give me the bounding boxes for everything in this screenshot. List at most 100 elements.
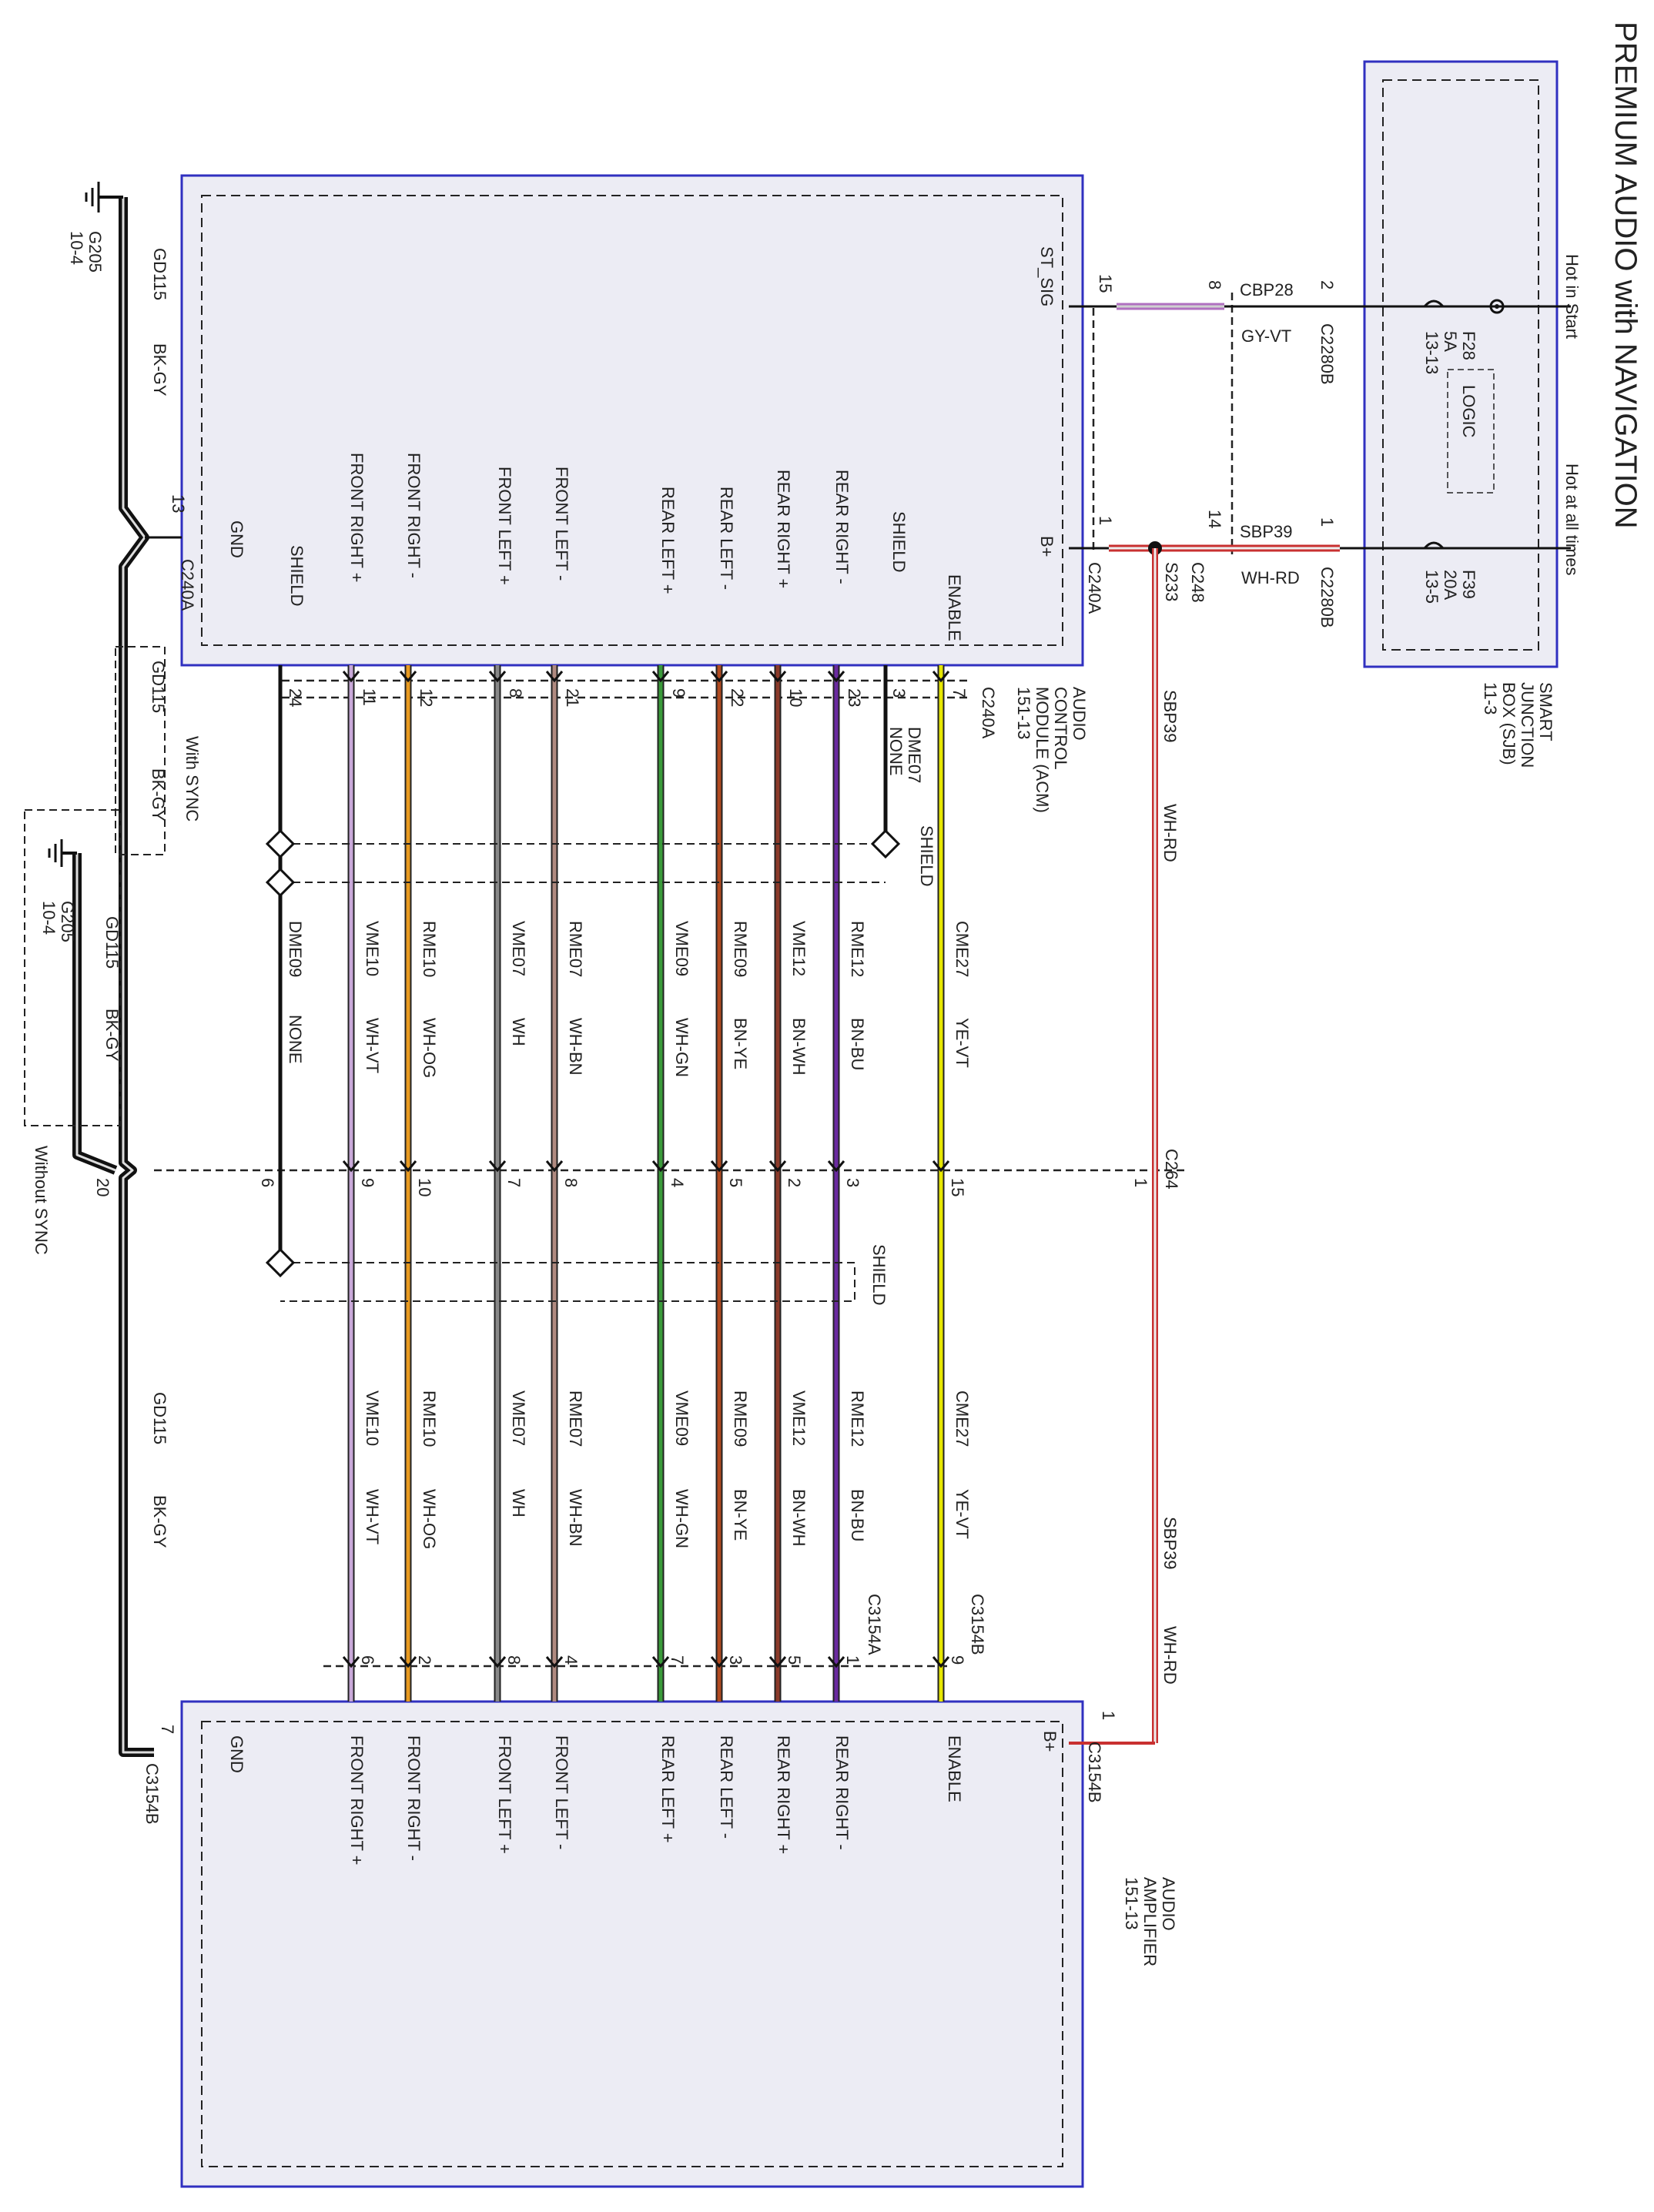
amp-pin-rear-right-minus: REAR RIGHT - [832,1735,852,1850]
diagram-title: PREMIUM AUDIO with NAVIGATION [1609,22,1642,529]
signal-vme09-c264_pin-label: 4 [668,1178,687,1187]
acm-pin-rear-left-plus: REAR LEFT + [658,487,678,594]
acm-pin-rear-right-minus: REAR RIGHT - [832,470,852,584]
gd115-label-mid: GD115 [102,916,122,969]
signal-rme09-arrow-3 [710,1656,728,1668]
signal-rme07-acm_pin-label: 21 [563,688,582,707]
signal-rme09-color-lower-label: BN-YE [731,1489,750,1541]
none-label-2: NONE [286,1015,305,1064]
signal-vme09-amp_pin-label: 7 [668,1655,687,1665]
signal-vme07-acm_pin-label: 8 [506,688,525,698]
sbp39-label: SBP39 [1240,522,1293,541]
power-wires [1069,299,1571,1745]
signal-vme07-arrow-1 [488,671,507,683]
signal-vme07-color-lower-label: WH [509,1489,528,1518]
acm-pin-rear-left-minus: REAR LEFT - [717,487,736,590]
signal-vme10-acm_pin-label: 11 [360,688,379,706]
pin-15-label: 15 [1096,274,1115,293]
gd115-label-sync: GD115 [149,661,168,713]
wh-rd-vertical-label-1: WH-RD [1160,804,1180,862]
signal-vme12-arrow-2 [768,1160,787,1173]
amp-pin-b-plus: B+ [1040,1731,1060,1752]
signal-vme12-amp_pin-label: 5 [785,1655,804,1665]
acm-pin-front-left-minus: FRONT LEFT - [552,467,571,581]
amp-pin-front-left-plus: FRONT LEFT + [495,1735,514,1854]
signal-vme12-circuit-upper-label: VME12 [789,921,809,976]
sbp39-vertical-label-2: SBP39 [1160,1517,1180,1570]
acm-c240a-label: C240A [979,687,998,739]
signal-vme10-arrow-3 [342,1656,360,1668]
power-labels: CBP28 GY-VT SBP39 WH-RD C2280B C2280B C2… [1085,274,1337,1803]
acm-c240a-gnd-label: C240A [178,559,197,611]
hot-in-start-label: Hot in Start [1562,254,1582,339]
acm-pin-st-sig: ST_SIG [1037,246,1056,306]
acm-pin-b-plus: B+ [1037,536,1056,557]
amp-pin-front-right-plus: FRONT RIGHT + [347,1735,367,1865]
signal-cme27-arrow-2 [932,1160,950,1173]
gd115-label-top: GD115 [150,248,169,300]
signal-rme07-circuit-upper-label: RME07 [566,921,585,977]
sbp39-vertical-label-1: SBP39 [1160,690,1180,743]
signal-rme12-arrow-1 [827,671,845,683]
signal-rme10-acm_pin-label: 12 [417,688,436,707]
sjb-name-3: BOX (SJB) [1499,682,1518,765]
signal-vme10-circuit-lower-label: VME10 [363,1390,382,1446]
signal-rme10-arrow-1 [399,671,417,683]
amp-labels: AUDIO AMPLIFIER 151-13 B+ ENABLE REAR RI… [142,1594,1178,1966]
signal-cme27-circuit-upper-label: CME27 [953,921,972,977]
c264-pin-1-label: 1 [1131,1178,1150,1187]
signal-rme12-circuit-lower-label: RME12 [848,1390,867,1447]
sjb-name-4: 11-3 [1481,682,1500,714]
signal-vme10-arrow-1 [342,671,360,683]
acm-pin-enable: ENABLE [945,574,964,641]
g205-ref-top: 10-4 [67,231,86,265]
amp-name-1: AUDIO [1159,1877,1178,1931]
c264-label: C264 [1162,1149,1181,1190]
signal-rme09-arrow-2 [710,1160,728,1173]
signal-rme07-arrow-2 [545,1160,564,1173]
signal-vme12-color-upper-label: BN-WH [789,1018,809,1076]
signal-rme10-color-upper-label: WH-OG [420,1018,439,1078]
amp-name-2: AMPLIFIER [1140,1877,1160,1966]
gnd-pin-7: 7 [158,1725,177,1734]
acm-pin-rear-right-plus: REAR RIGHT + [774,470,793,588]
signal-vme07-circuit-upper-label: VME07 [509,921,528,976]
signal-rme12-arrow-2 [827,1160,845,1173]
signal-rme07-arrow-1 [545,671,564,683]
signal-vme09-color-upper-label: WH-GN [672,1018,691,1077]
ground-wires [48,182,182,1757]
signal-rme09-acm_pin-label: 22 [728,688,747,707]
acm-name-2: CONTROL [1051,687,1070,770]
c3154b-enable-label: C3154B [968,1594,987,1655]
c3154b-b-plus-label: C3154B [1085,1742,1104,1803]
signal-vme09-arrow-1 [651,671,670,683]
signal-vme12-arrow-3 [768,1656,787,1668]
sjb-box [1363,60,1559,668]
ground-labels: G205 10-4 GD115 BK-GY 13 GD115 BK-GY Wit… [32,231,202,1734]
signal-rme12-amp_pin-label: 1 [843,1655,862,1665]
amp-name-3: 151-13 [1122,1877,1141,1930]
signal-vme07-c264_pin-label: 7 [504,1178,524,1187]
signal-vme10-amp_pin-label: 6 [358,1655,377,1665]
shield-wires [265,665,901,1302]
signal-vme10-arrow-2 [342,1160,360,1173]
signal-rme10-arrow-3 [399,1656,417,1668]
g205-ref-mid: 10-4 [39,901,59,935]
signal-rme09-circuit-upper-label: RME09 [731,921,750,977]
pin-1-label-b: 1 [1318,517,1337,527]
signal-rme09-arrow-1 [710,671,728,683]
signal-vme12-acm_pin-label: 10 [786,688,805,707]
signal-vme10-circuit-upper-label: VME10 [363,921,382,976]
gnd-pin-13: 13 [169,494,188,513]
pin-2-label: 2 [1318,280,1337,289]
signal-vme12-circuit-lower-label: VME12 [789,1390,809,1446]
signal-rme12-color-upper-label: BN-BU [848,1018,867,1070]
signal-rme07-color-upper-label: WH-BN [566,1018,585,1076]
gnd-pin-20: 20 [93,1178,112,1196]
g205-label-top: G205 [85,231,105,273]
signal-vme07-arrow-2 [488,1160,507,1173]
signal-vme07-color-upper-label: WH [509,1018,528,1046]
connector-bars [154,293,1234,1668]
acm-pin-front-right-minus: FRONT RIGHT - [404,453,424,578]
